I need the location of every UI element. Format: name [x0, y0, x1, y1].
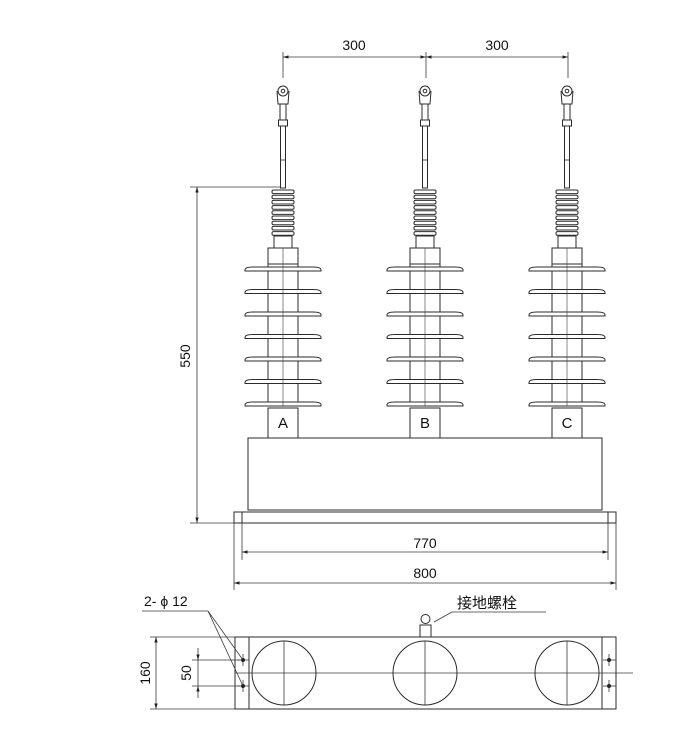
dim-300-left: 300 — [342, 37, 366, 53]
height-dimension: 550 — [177, 186, 280, 524]
dim-50: 50 — [178, 665, 194, 681]
insulator-a — [244, 85, 322, 439]
insulator-c — [528, 85, 606, 439]
dim-300-right: 300 — [485, 37, 509, 53]
grounding-bolt: 接地螺栓 — [419, 595, 546, 638]
plan-view: 接地螺栓 2- ϕ 12 160 50 — [137, 593, 633, 710]
phase-c-label: C — [562, 415, 573, 432]
phase-a-label: A — [278, 415, 288, 432]
housing-box — [247, 437, 603, 511]
insulators — [244, 85, 606, 439]
inner-width-dimension: 770 — [241, 523, 609, 560]
top-spacing-dimension: 300 300 — [282, 37, 569, 78]
base-plate — [233, 511, 617, 524]
hole-spec-label: 2- ϕ 12 — [144, 593, 188, 609]
hole-spacing-dimension: 50 — [178, 648, 240, 698]
dim-160: 160 — [137, 661, 153, 685]
mounting-holes — [237, 654, 616, 692]
dim-770: 770 — [413, 535, 437, 551]
hole-spec-callout: 2- ϕ 12 — [142, 593, 244, 687]
dim-800: 800 — [413, 565, 437, 581]
phase-b-label: B — [420, 415, 430, 432]
grounding-bolt-label: 接地螺栓 — [457, 595, 517, 612]
dim-550: 550 — [177, 344, 193, 368]
outer-width-dimension: 800 — [233, 523, 617, 590]
base-depth-dimension: 160 — [137, 636, 235, 710]
insulator-b — [386, 85, 464, 439]
